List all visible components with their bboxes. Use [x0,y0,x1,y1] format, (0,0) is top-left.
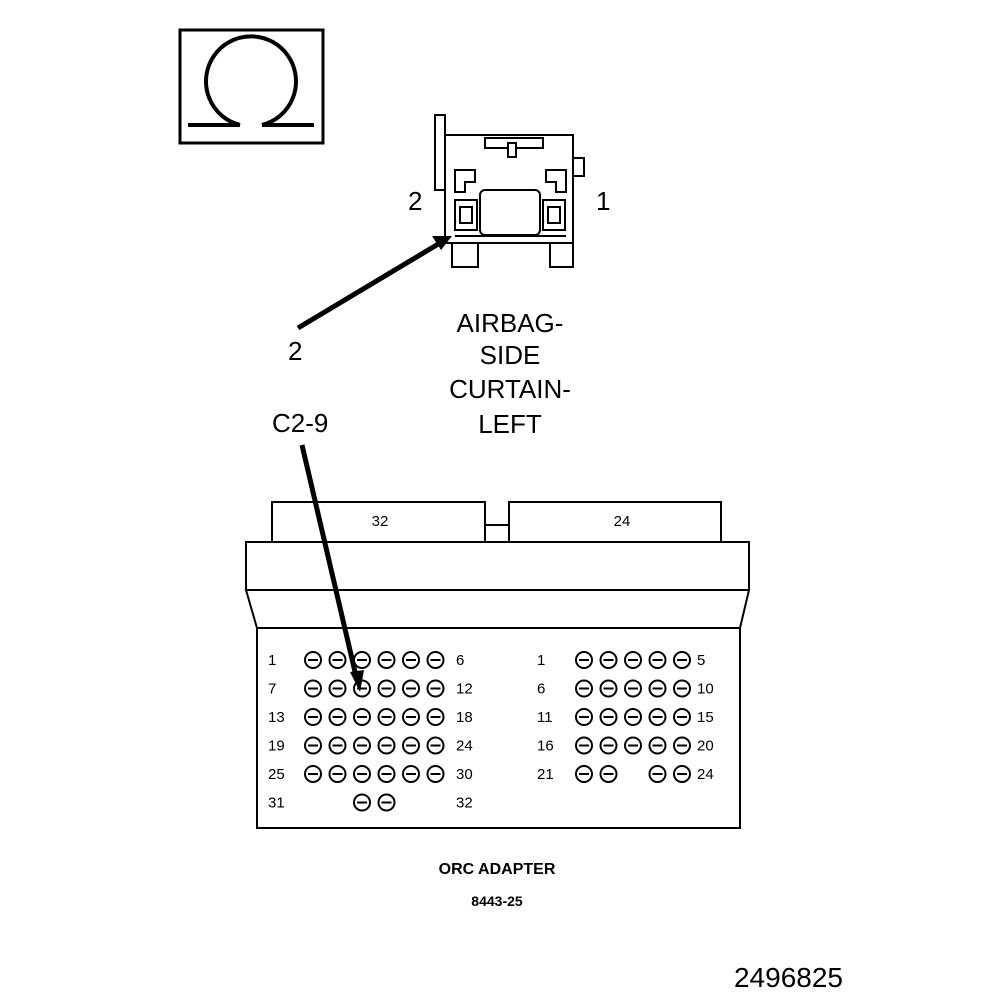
pin-socket [648,736,667,755]
pin-socket [648,708,667,726]
pin-socket [673,765,691,783]
right-header-pin-count: 24 [614,513,631,530]
pin-socket [624,679,642,698]
pin-socket [402,736,420,755]
row-end-label: 24 [456,738,473,755]
pin-socket [377,793,396,812]
row-start-label: 13 [268,709,285,726]
adapter-title: ORC ADAPTER [439,861,556,878]
pin-socket [575,736,593,755]
pin-socket [599,708,618,726]
pin-socket [599,679,618,698]
pin-socket [304,679,322,698]
connector-pin-2-label: 2 [408,186,422,216]
pin-socket [599,736,618,755]
pin-socket [648,765,667,783]
row-end-label: 12 [456,681,473,698]
pin-socket [377,679,396,698]
pin-socket [353,793,371,812]
row-start-label: 7 [268,681,276,698]
pin-socket [648,651,667,669]
pin-socket [426,765,445,783]
pin-socket [304,765,322,783]
pin-socket [328,679,347,698]
pin-socket [328,765,347,783]
pin-socket [353,651,371,669]
pin-2-callout-label: 2 [288,336,302,366]
pin-socket [673,736,691,755]
pin-socket [377,651,396,669]
row-end-label: 15 [697,709,714,726]
pin-socket [377,708,396,726]
pin-socket [328,651,347,669]
caption-line-4: LEFT [478,409,542,439]
row-end-label: 10 [697,681,714,698]
caption-line-2: SIDE [480,340,541,370]
row-start-label: 1 [537,652,545,669]
row-start-label: 16 [537,738,554,755]
ohm-meter-icon [178,28,325,145]
pin-socket [304,651,322,669]
pin-socket [377,736,396,755]
airbag-connector [434,114,585,268]
pin-socket [353,765,371,783]
c2-9-callout-label: C2-9 [272,408,328,438]
pin-socket [402,679,420,698]
pin-socket [304,708,322,726]
pin-socket [673,651,691,669]
airbag-caption: AIRBAG- SIDE CURTAIN- LEFT [449,308,571,439]
pin-socket [426,651,445,669]
row-start-label: 11 [537,709,553,726]
pin-socket [648,679,667,698]
figure-id: 2496825 [734,962,843,993]
pin-socket [599,765,618,783]
row-end-label: 5 [697,652,705,669]
left-pin-block: 1 6 7 12 13 18 19 24 25 30 31 32 [268,651,473,812]
pin-2-callout-arrow [296,236,452,331]
pin-socket [426,679,445,698]
adapter-part-number: 8443-25 [471,893,523,909]
row-end-label: 20 [697,738,714,755]
row-end-label: 6 [456,652,464,669]
row-start-label: 31 [268,795,285,812]
row-start-label: 21 [537,766,554,783]
row-end-label: 18 [456,709,473,726]
pin-socket [575,765,593,783]
pin-socket [624,651,642,669]
pin-socket [353,736,371,755]
pin-socket [328,708,347,726]
c2-9-callout-arrow [299,444,364,692]
row-start-label: 25 [268,766,285,783]
row-start-label: 19 [268,738,285,755]
connector-pin-1-label: 1 [596,186,610,216]
pin-socket [304,736,322,755]
pin-socket [624,708,642,726]
pin-socket [328,736,347,755]
row-start-label: 1 [268,652,276,669]
pin-socket [673,679,691,698]
pin-socket [377,765,396,783]
row-end-label: 32 [456,795,473,812]
pin-socket [599,651,618,669]
orc-adapter-body [244,501,751,829]
left-header-pin-count: 32 [372,513,389,530]
pin-socket [426,736,445,755]
pin-socket [673,708,691,726]
pin-socket [575,679,593,698]
row-end-label: 24 [697,766,714,783]
pin-socket [575,708,593,726]
pin-socket [575,651,593,669]
row-end-label: 30 [456,766,473,783]
pin-socket [353,708,371,726]
pin-socket [624,736,642,755]
pin-socket [402,765,420,783]
pin-socket [402,708,420,726]
pin-socket [402,651,420,669]
caption-line-1: AIRBAG- [457,308,564,338]
caption-line-3: CURTAIN- [449,374,571,404]
pin-socket [426,708,445,726]
row-start-label: 6 [537,681,545,698]
